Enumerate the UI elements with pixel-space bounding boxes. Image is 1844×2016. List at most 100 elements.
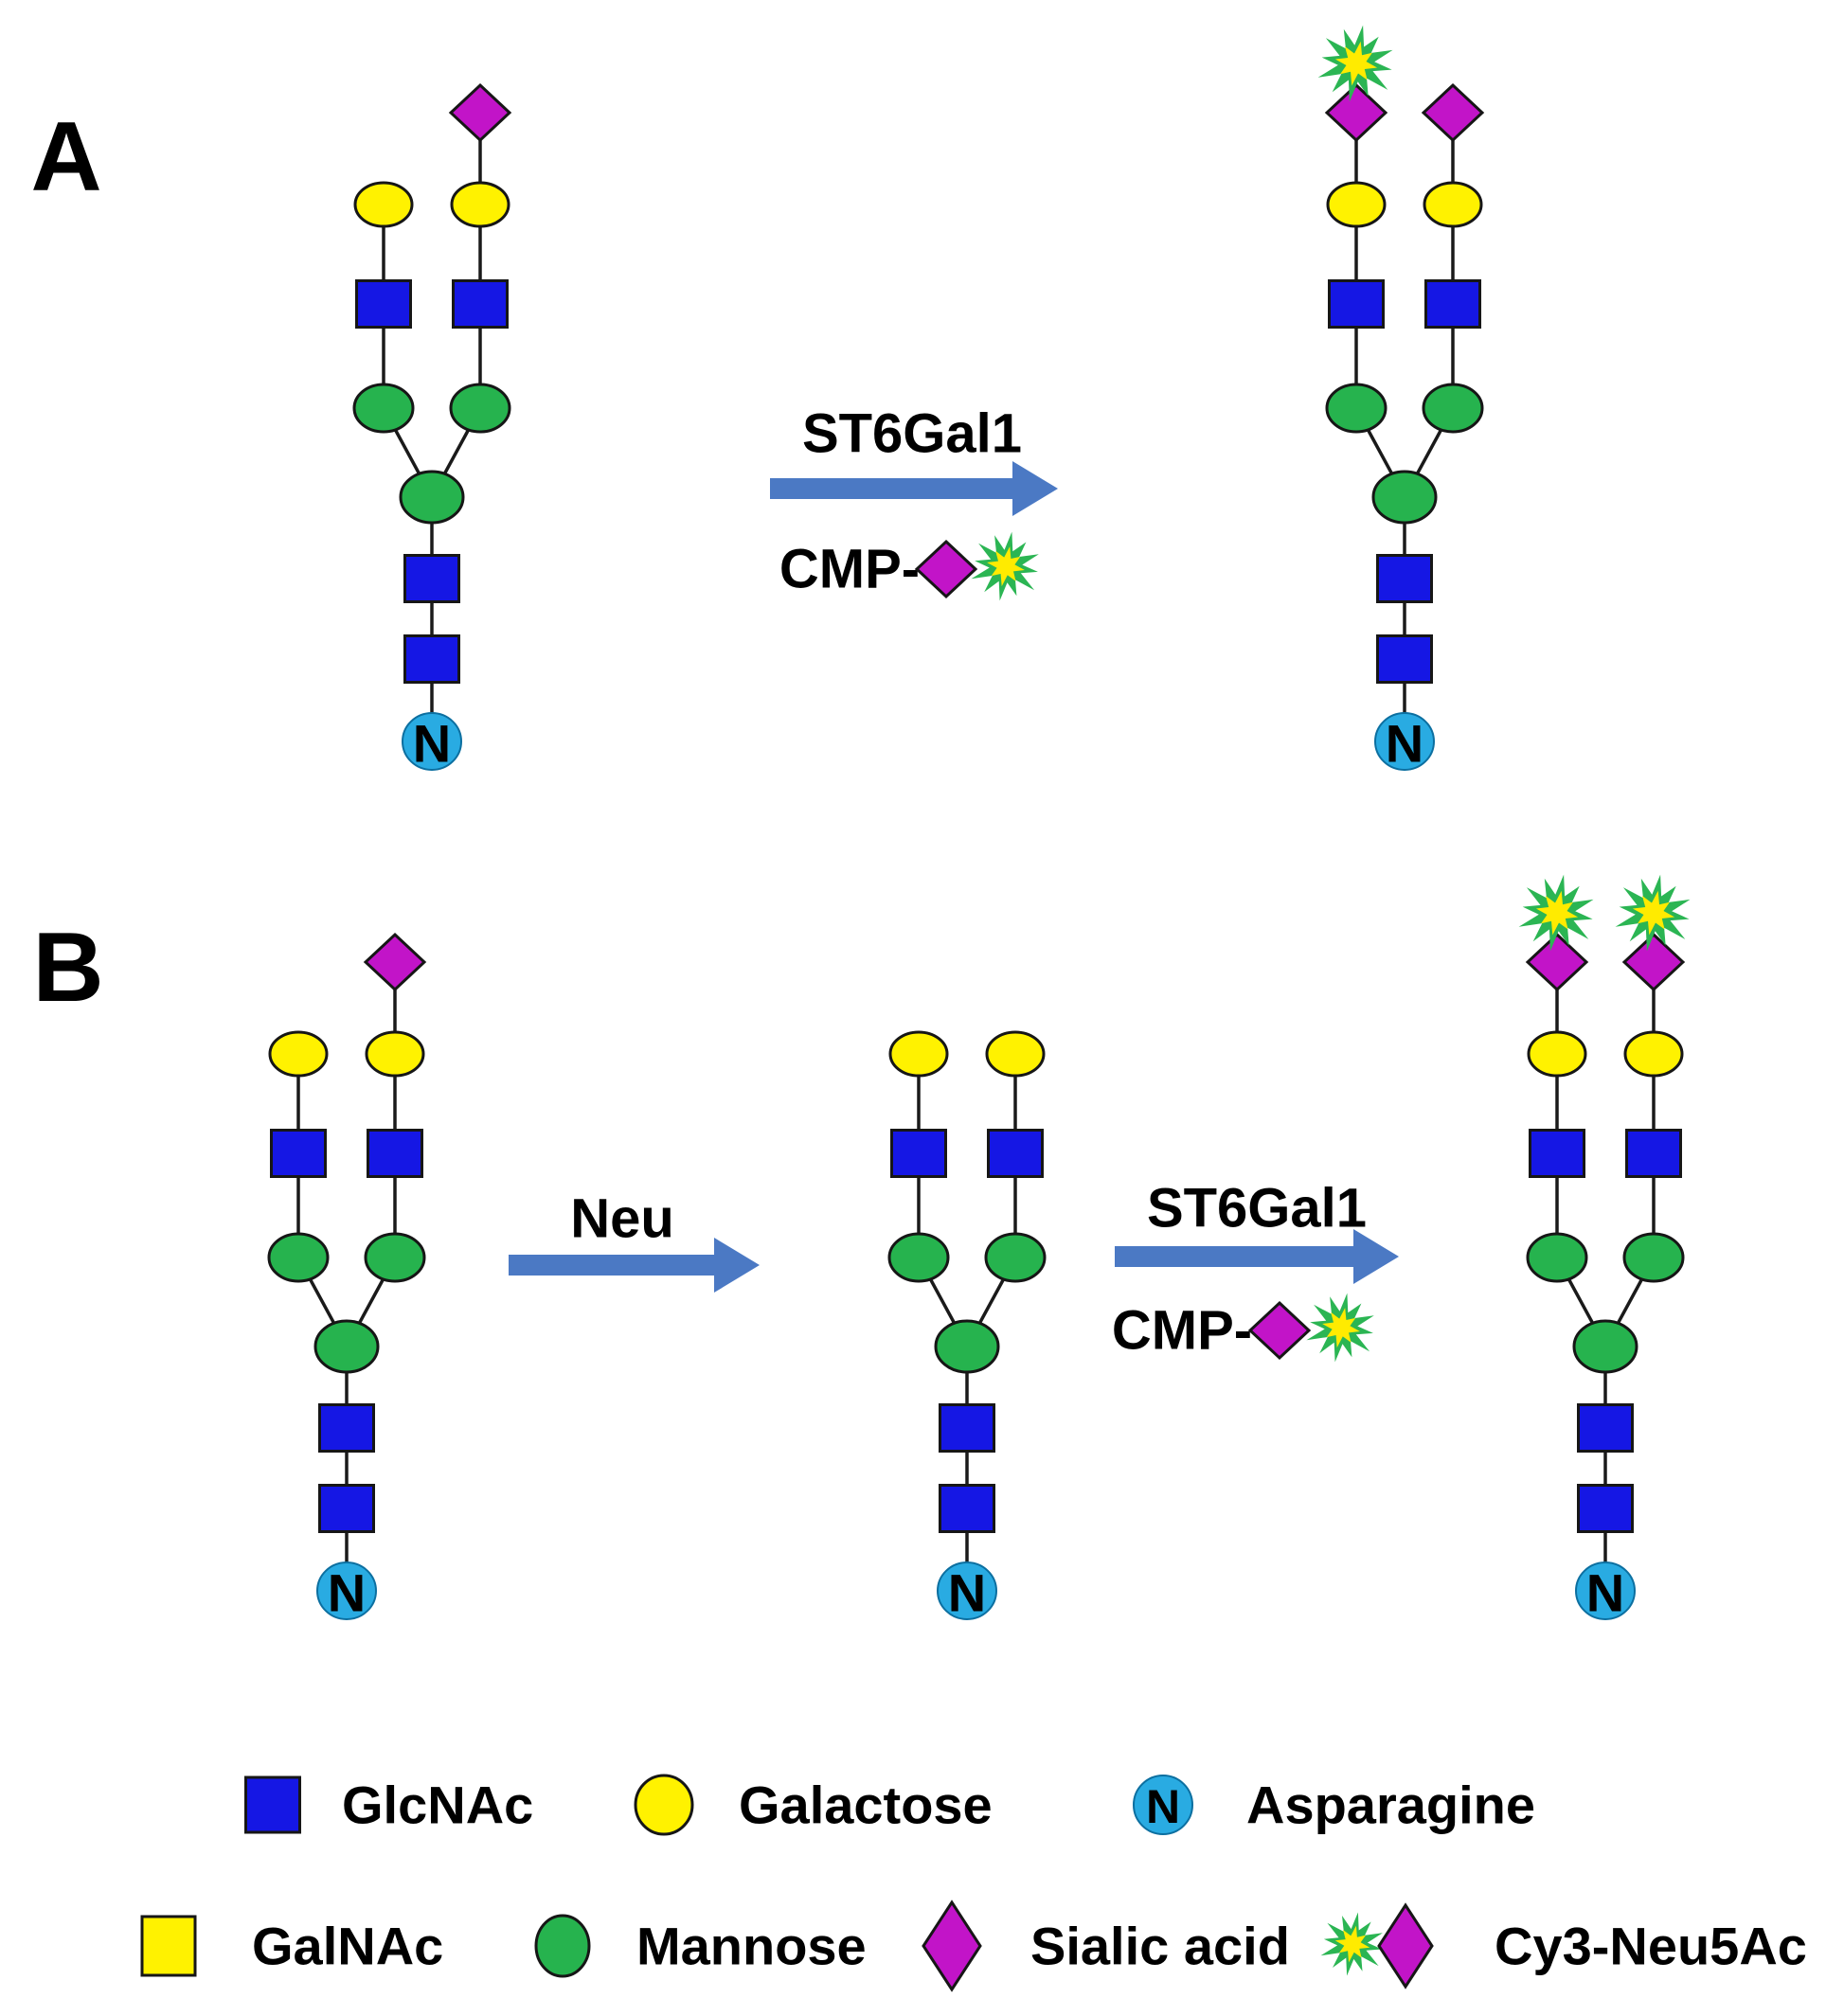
panel-label-b: B bbox=[32, 913, 103, 1023]
legend-label: Galactose bbox=[739, 1775, 993, 1835]
mannose-icon bbox=[364, 1232, 426, 1283]
legend-label: Mannose bbox=[636, 1917, 867, 1976]
mannose-icon bbox=[1325, 383, 1387, 434]
glcnac-icon bbox=[1424, 279, 1481, 329]
sialic-acid-icon bbox=[363, 932, 427, 992]
asparagine-icon bbox=[1133, 1775, 1193, 1835]
cy3-star-core bbox=[987, 546, 1025, 587]
asparagine-letter: N bbox=[413, 714, 451, 774]
legend-item-asparagine: N Asparagine bbox=[1133, 1775, 1535, 1835]
mannose-icon bbox=[984, 1232, 1047, 1283]
sialic-acid-icon bbox=[914, 539, 978, 599]
galactose-icon bbox=[353, 181, 414, 228]
reaction-arrow bbox=[1115, 1229, 1399, 1284]
asparagine-letter: N bbox=[328, 1563, 366, 1623]
glcnac-icon bbox=[1577, 1403, 1634, 1453]
reaction-arrow bbox=[509, 1238, 760, 1293]
legend-item-galactose: Galactose bbox=[634, 1774, 993, 1836]
glcnac-icon bbox=[318, 1403, 375, 1453]
cy3-star-icon bbox=[971, 531, 1039, 601]
legend-item-mannose: Mannose bbox=[534, 1914, 867, 1978]
galactose-icon bbox=[888, 1030, 949, 1078]
glcnac-icon bbox=[318, 1484, 375, 1533]
legend-item-galnac: GalNAc bbox=[140, 1915, 443, 1977]
mannose-icon bbox=[1422, 383, 1484, 434]
asparagine-letter: N bbox=[1146, 1780, 1180, 1833]
cy3-star-icon bbox=[1615, 874, 1691, 952]
mannose-icon bbox=[1526, 1232, 1588, 1283]
glcnac-icon bbox=[452, 279, 509, 329]
sialic-acid-icon bbox=[1621, 932, 1686, 992]
glcnac-icon bbox=[244, 1775, 301, 1834]
galnac-icon bbox=[140, 1915, 197, 1977]
galactose-icon bbox=[450, 181, 510, 228]
cmp-donor: CMP- bbox=[1112, 1293, 1374, 1363]
glcnac-icon bbox=[1529, 1129, 1585, 1178]
legend-label: Asparagine bbox=[1246, 1775, 1535, 1835]
galactose-icon bbox=[1423, 181, 1483, 228]
cy3-star-core bbox=[1632, 890, 1675, 936]
glycan-b-desialylated: N bbox=[887, 1030, 1047, 1623]
legend-label: Cy3-Neu5Ac bbox=[1495, 1917, 1807, 1976]
mannose-icon bbox=[352, 383, 415, 434]
mannose-icon bbox=[1371, 470, 1438, 525]
mannose-icon bbox=[1572, 1319, 1638, 1374]
glcnac-icon bbox=[1625, 1129, 1682, 1178]
asparagine-letter: N bbox=[948, 1563, 986, 1623]
legend-label: GlcNAc bbox=[342, 1775, 533, 1835]
mannose-icon bbox=[934, 1319, 1000, 1374]
glcnac-icon bbox=[1376, 634, 1433, 684]
mannose-icon bbox=[534, 1914, 591, 1978]
sialic-acid-icon bbox=[1525, 932, 1589, 992]
sialic-acid-icon bbox=[1324, 82, 1388, 143]
enzyme-label: ST6Gal1 bbox=[1147, 1178, 1367, 1240]
glycan-a-product: N bbox=[1317, 25, 1485, 774]
sialic-acid-icon bbox=[922, 1900, 982, 1992]
glcnac-icon bbox=[939, 1484, 995, 1533]
glcnac-icon bbox=[1376, 554, 1433, 603]
asparagine-icon bbox=[1374, 712, 1435, 771]
cy3-star-core bbox=[1334, 1925, 1370, 1963]
galactose-icon bbox=[985, 1030, 1046, 1078]
glcnac-icon bbox=[1328, 279, 1385, 329]
cy3-star-icon bbox=[1518, 874, 1594, 952]
sialic-acid-icon bbox=[1377, 1902, 1434, 1989]
sialic-acid-icon bbox=[1247, 1300, 1312, 1361]
legend-item-sialic-acid: Sialic acid bbox=[922, 1900, 1290, 1992]
glcnac-icon bbox=[939, 1403, 995, 1453]
glcnac-icon bbox=[403, 634, 460, 684]
legend-label: Sialic acid bbox=[1030, 1917, 1290, 1976]
glcnac-icon bbox=[890, 1129, 947, 1178]
asparagine-icon bbox=[316, 1561, 377, 1620]
glcnac-icon bbox=[987, 1129, 1044, 1178]
glcnac-icon bbox=[1577, 1484, 1634, 1533]
mannose-icon bbox=[267, 1232, 330, 1283]
cmp-donor: CMP- bbox=[779, 531, 1039, 601]
asparagine-icon bbox=[937, 1561, 997, 1620]
sialic-acid-icon bbox=[448, 82, 512, 143]
reaction-b-neu: Neu bbox=[509, 1188, 760, 1293]
mannose-icon bbox=[313, 1319, 380, 1374]
enzyme-label: Neu bbox=[570, 1188, 674, 1250]
asparagine-icon bbox=[402, 712, 462, 771]
glcnac-icon bbox=[270, 1129, 327, 1178]
reaction-arrow bbox=[770, 461, 1058, 516]
legend-label: GalNAc bbox=[252, 1917, 443, 1976]
cy3-star-icon bbox=[1320, 1912, 1383, 1976]
asparagine-icon bbox=[1575, 1561, 1636, 1620]
cy3-star-core bbox=[1334, 41, 1378, 86]
galactose-icon bbox=[1326, 181, 1387, 228]
glycan-a-substrate: N bbox=[352, 82, 512, 774]
sialic-acid-icon bbox=[1421, 82, 1485, 143]
legend-item-glcnac: GlcNAc bbox=[244, 1775, 533, 1835]
glcnac-icon bbox=[403, 554, 460, 603]
mannose-icon bbox=[449, 383, 511, 434]
panel-label-a: A bbox=[30, 102, 101, 212]
galactose-icon bbox=[1623, 1030, 1684, 1078]
cy3-star-icon bbox=[1306, 1293, 1374, 1363]
galactose-icon bbox=[1527, 1030, 1587, 1078]
